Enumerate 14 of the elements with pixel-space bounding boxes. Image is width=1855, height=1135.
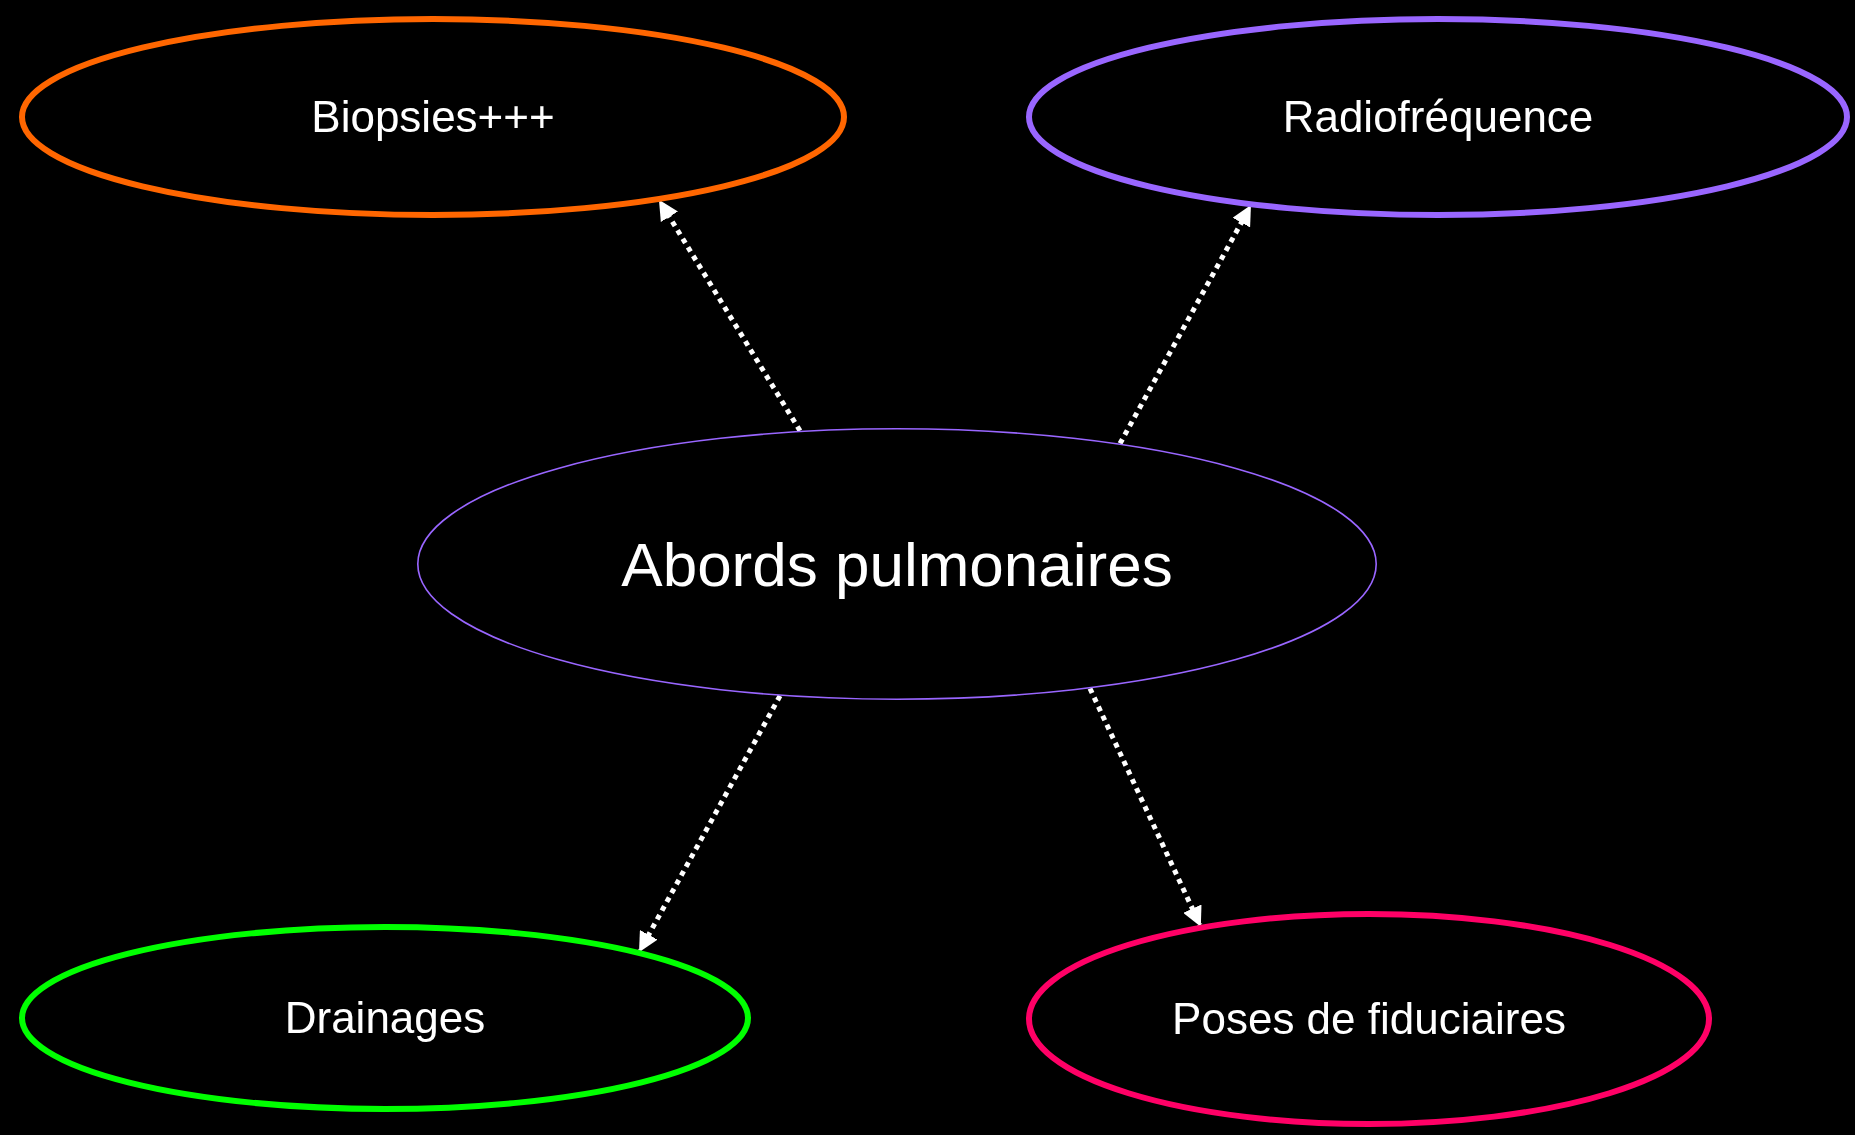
ellipse-node — [1026, 16, 1850, 218]
dotted-arrow — [657, 199, 803, 433]
dotted-arrow — [1117, 205, 1253, 445]
ellipse-node — [19, 16, 847, 218]
ellipse-node — [19, 924, 751, 1112]
node-label: Abords pulmonaires — [621, 528, 1173, 600]
dotted-arrow — [637, 694, 783, 953]
ellipse-node — [1026, 911, 1712, 1127]
ellipse-node — [417, 428, 1377, 700]
node-label: Biopsies+++ — [311, 92, 555, 142]
node-label: Radiofréquence — [1282, 92, 1594, 142]
dotted-arrow — [1087, 687, 1203, 927]
node-label: Poses de fiduciaires — [1172, 994, 1566, 1044]
node-label: Drainages — [284, 993, 486, 1043]
